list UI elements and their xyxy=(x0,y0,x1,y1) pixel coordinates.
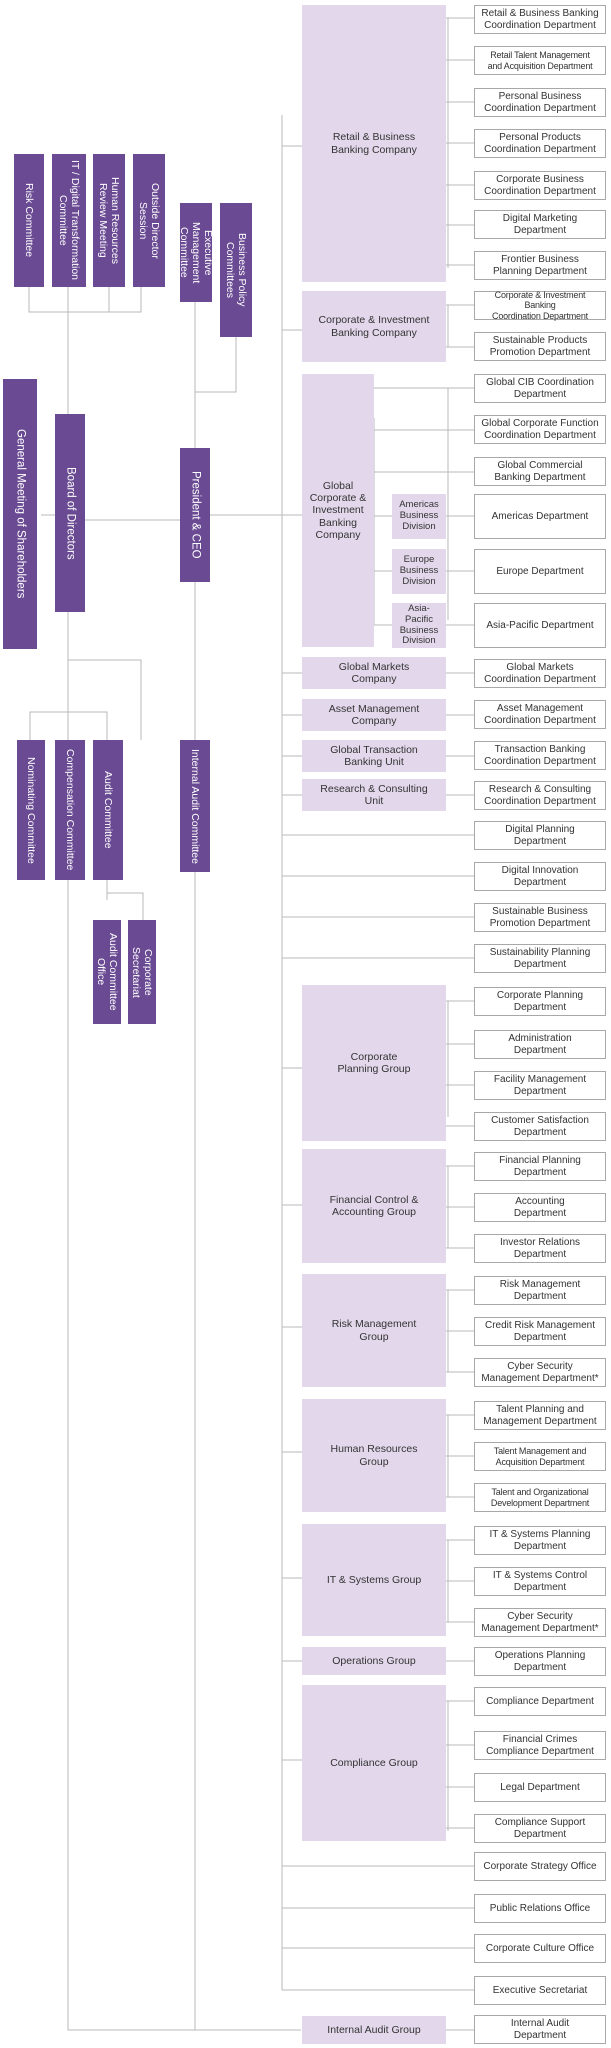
department-box: Corporate Strategy Office xyxy=(474,1852,606,1881)
department-box: Cyber Security Management Department* xyxy=(474,1608,606,1637)
department-box: Corporate Culture Office xyxy=(474,1934,606,1963)
business-policy-committees-box: Business Policy Committees xyxy=(220,203,252,337)
department-box: Public Relations Office xyxy=(474,1894,606,1923)
risk-committee-box: Risk Committee xyxy=(14,154,44,287)
europe-business-division: Europe Business Division xyxy=(392,549,446,594)
human-resources-group: Human Resources Group xyxy=(302,1399,446,1512)
global-markets-company: Global Markets Company xyxy=(302,657,446,689)
department-box: Administration Department xyxy=(474,1030,606,1059)
department-box: Global Corporate Function Coordination D… xyxy=(474,415,606,444)
department-box: Retail Talent Management and Acquisition… xyxy=(474,46,606,75)
department-box: Risk Management Department xyxy=(474,1276,606,1305)
americas-business-division: Americas Business Division xyxy=(392,494,446,539)
department-box: Global CIB Coordination Department xyxy=(474,374,606,403)
department-box: Compliance Support Department xyxy=(474,1814,606,1843)
board-of-directors-box: Board of Directors xyxy=(55,414,85,612)
compensation-committee-box: Compensation Committee xyxy=(55,740,85,880)
corporate-secretariat-box: Corporate Secretariat xyxy=(128,920,156,1024)
hr-review-meeting-box: Human Resources Review Meeting xyxy=(93,154,125,287)
department-box: Talent Planning and Management Departmen… xyxy=(474,1401,606,1430)
compliance-group: Compliance Group xyxy=(302,1685,446,1841)
department-box: Europe Department xyxy=(474,549,606,594)
executive-management-committee-box: Executive Management Committee xyxy=(178,203,214,302)
department-box: Global Commercial Banking Department xyxy=(474,457,606,486)
audit-committee-box: Audit Committee xyxy=(93,740,123,880)
nominating-committee-box: Nominating Committee xyxy=(17,740,45,880)
department-box: Cyber Security Management Department* xyxy=(474,1358,606,1387)
department-box: Global Markets Coordination Department xyxy=(474,659,606,688)
department-box: Talent Management and Acquisition Depart… xyxy=(474,1442,606,1471)
internal-audit-committee-box: Internal Audit Committee xyxy=(180,740,210,872)
department-box: Corporate & Investment Banking Coordinat… xyxy=(474,290,606,321)
department-box: Corporate Planning Department xyxy=(474,987,606,1016)
corporate-investment-banking-company: Corporate & Investment Banking Company xyxy=(302,291,446,362)
asset-management-company: Asset Management Company xyxy=(302,699,446,731)
department-box: Accounting Department xyxy=(474,1193,606,1222)
department-box: Asia-Pacific Department xyxy=(474,603,606,648)
department-box: Digital Planning Department xyxy=(474,821,606,850)
department-box: Digital Innovation Department xyxy=(474,862,606,891)
department-box: Sustainability Planning Department xyxy=(474,944,606,973)
department-box: Operations Planning Department xyxy=(474,1647,606,1676)
asia-pacific-business-division: Asia-Pacific Business Division xyxy=(392,603,446,648)
audit-committee-office-box: Audit Committee Office xyxy=(93,920,121,1024)
internal-audit-group: Internal Audit Group xyxy=(302,2016,446,2044)
global-transaction-banking-unit: Global Transaction Banking Unit xyxy=(302,740,446,772)
department-box: Executive Secretariat xyxy=(474,1976,606,2005)
department-box: Customer Satisfaction Department xyxy=(474,1112,606,1141)
department-box: Corporate Business Coordination Departme… xyxy=(474,171,606,200)
department-box: Retail & Business Banking Coordination D… xyxy=(474,5,606,34)
risk-management-group: Risk Management Group xyxy=(302,1274,446,1387)
research-consulting-unit: Research & Consulting Unit xyxy=(302,779,446,811)
financial-control-accounting-group: Financial Control & Accounting Group xyxy=(302,1149,446,1263)
department-box: Frontier Business Planning Department xyxy=(474,251,606,280)
department-box: Credit Risk Management Department xyxy=(474,1317,606,1346)
department-box: Sustainable Business Promotion Departmen… xyxy=(474,903,606,932)
retail-business-banking-company: Retail & Business Banking Company xyxy=(302,5,446,282)
department-box: Asset Management Coordination Department xyxy=(474,700,606,729)
operations-group: Operations Group xyxy=(302,1647,446,1675)
department-box: Facility Management Department xyxy=(474,1071,606,1100)
it-digital-committee-box: IT / Digital Transformation Committee xyxy=(52,154,86,287)
department-box: IT & Systems Control Department xyxy=(474,1567,606,1596)
department-box: Compliance Department xyxy=(474,1687,606,1716)
department-box: Americas Department xyxy=(474,494,606,539)
it-systems-group: IT & Systems Group xyxy=(302,1524,446,1636)
outside-director-session-box: Outside Director Session xyxy=(133,154,165,287)
department-box: Transaction Banking Coordination Departm… xyxy=(474,741,606,770)
department-box: Digital Marketing Department xyxy=(474,210,606,239)
department-box: Financial Crimes Compliance Department xyxy=(474,1731,606,1760)
department-box: Research & Consulting Coordination Depar… xyxy=(474,781,606,810)
department-box: Personal Business Coordination Departmen… xyxy=(474,88,606,117)
department-box: Sustainable Products Promotion Departmen… xyxy=(474,332,606,361)
department-box: Internal Audit Department xyxy=(474,2015,606,2044)
department-box: Legal Department xyxy=(474,1773,606,1802)
department-box: Talent and Organizational Development De… xyxy=(474,1483,606,1512)
department-box: Financial Planning Department xyxy=(474,1152,606,1181)
department-box: Personal Products Coordination Departmen… xyxy=(474,129,606,158)
global-cib-company: Global Corporate & Investment Banking Co… xyxy=(302,374,374,647)
corporate-planning-group: Corporate Planning Group xyxy=(302,985,446,1141)
president-ceo-box: President & CEO xyxy=(180,448,210,582)
general-meeting-box: General Meeting of Shareholders xyxy=(3,379,37,649)
department-box: Investor Relations Department xyxy=(474,1234,606,1263)
department-box: IT & Systems Planning Department xyxy=(474,1526,606,1555)
